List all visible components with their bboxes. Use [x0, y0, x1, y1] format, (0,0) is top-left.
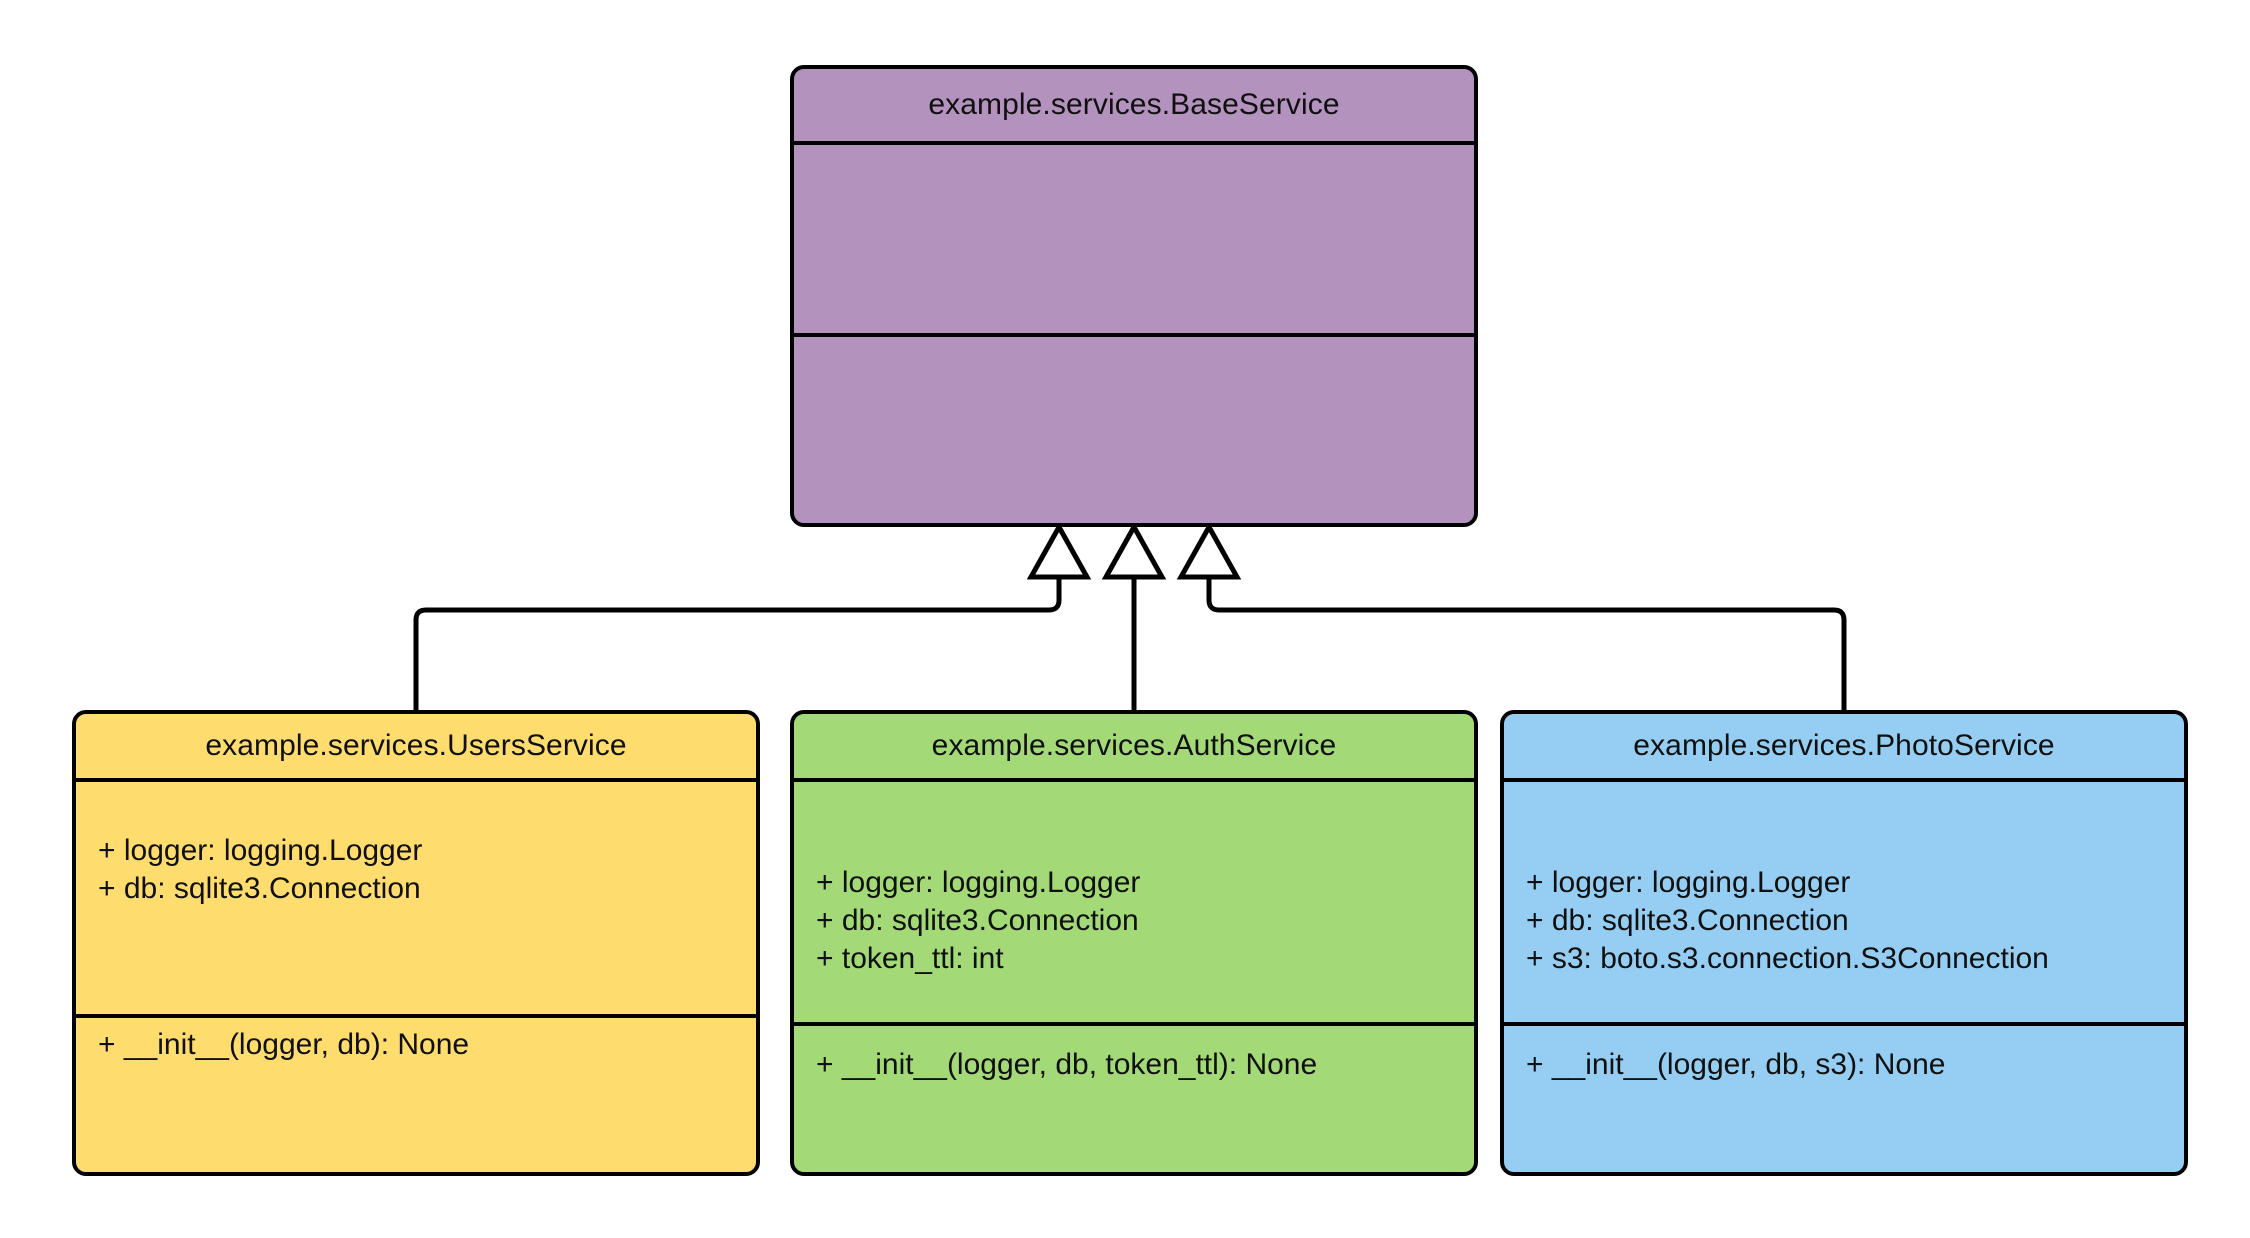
method-row: + __init__(logger, db): None — [98, 1028, 470, 1061]
arrowhead-users — [1026, 521, 1092, 580]
compartment-divider — [794, 141, 1474, 145]
class-box-auth-service[interactable]: example.services.AuthService + logger: l… — [790, 710, 1478, 1176]
class-name-photo-service: example.services.PhotoService — [1633, 729, 2055, 762]
attribute-row: + logger: logging.Logger — [98, 834, 423, 867]
arrowhead-photo — [1176, 521, 1242, 580]
compartment-divider — [794, 778, 1474, 782]
class-box-base-service[interactable]: example.services.BaseService — [790, 65, 1478, 527]
method-row: + __init__(logger, db, token_ttl): None — [816, 1048, 1318, 1081]
arrowhead-auth — [1101, 521, 1167, 580]
attribute-row: + s3: boto.s3.connection.S3Connection — [1526, 942, 2049, 975]
methods-compartment-auth-service: + __init__(logger, db, token_ttl): None — [794, 1026, 1474, 1172]
compartment-divider — [76, 778, 756, 782]
compartment-divider — [1504, 778, 2184, 782]
class-box-users-service[interactable]: example.services.UsersService + logger: … — [72, 710, 760, 1176]
method-row: + __init__(logger, db, s3): None — [1526, 1048, 1946, 1081]
class-box-photo-service[interactable]: example.services.PhotoService + logger: … — [1500, 710, 2188, 1176]
attribute-row: + logger: logging.Logger — [816, 866, 1141, 899]
edge-users-to-base — [413, 555, 1062, 710]
compartment-divider — [76, 1014, 756, 1018]
class-name-auth-service: example.services.AuthService — [931, 729, 1337, 762]
attribute-row: + db: sqlite3.Connection — [816, 904, 1139, 937]
methods-compartment-photo-service: + __init__(logger, db, s3): None — [1504, 1026, 2184, 1172]
edge-photo-to-base — [1206, 555, 1847, 710]
methods-compartment-base-service — [794, 337, 1474, 523]
attribute-row: + token_ttl: int — [816, 942, 1004, 975]
methods-compartment-users-service: + __init__(logger, db): None — [76, 1018, 756, 1172]
compartment-divider — [794, 333, 1474, 337]
class-name-users-service: example.services.UsersService — [205, 729, 627, 762]
class-name-base-service: example.services.BaseService — [928, 88, 1340, 121]
attribute-row: + db: sqlite3.Connection — [98, 872, 421, 905]
attribute-row: + logger: logging.Logger — [1526, 866, 1851, 899]
compartment-divider — [794, 1022, 1474, 1026]
compartment-divider — [1504, 1022, 2184, 1026]
attribute-row: + db: sqlite3.Connection — [1526, 904, 1849, 937]
attributes-compartment-base-service — [794, 145, 1474, 333]
attributes-compartment-auth-service: + logger: logging.Logger + db: sqlite3.C… — [794, 782, 1474, 1022]
attributes-compartment-photo-service: + logger: logging.Logger + db: sqlite3.C… — [1504, 782, 2184, 1022]
attributes-compartment-users-service: + logger: logging.Logger + db: sqlite3.C… — [76, 782, 756, 1014]
